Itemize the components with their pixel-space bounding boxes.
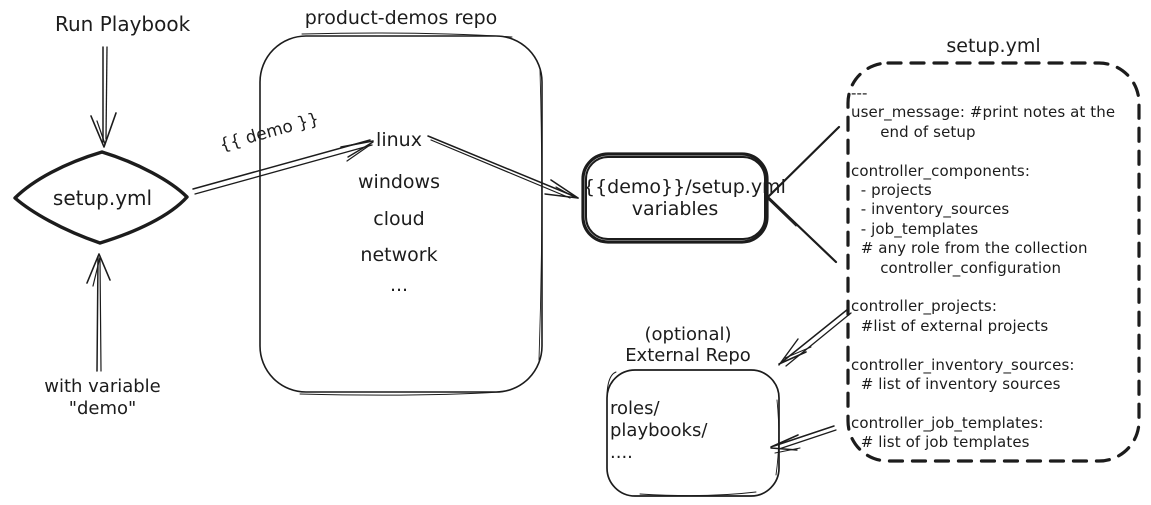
run-playbook-arrow	[90, 46, 117, 148]
external-repo-label: (optional) External Repo	[625, 324, 751, 366]
with-variable-arrow	[86, 253, 111, 372]
setup-yml-title: setup.yml	[946, 35, 1041, 57]
external-repo-content: roles/ playbooks/ ....	[610, 398, 708, 463]
external-repo-box	[606, 369, 780, 497]
setup-yml-diamond-label: setup.yml	[52, 186, 153, 210]
demo-arrow	[192, 139, 374, 195]
setup-yml-diamond	[13, 150, 189, 245]
product-demos-repo-title: product-demos repo	[304, 7, 498, 29]
setup-yml-content: --- user_message: #print notes at the en…	[851, 84, 1116, 452]
linux-to-variables-arrow	[427, 135, 579, 199]
variables-box-label: {{demo}}/setup.yml variables	[583, 176, 786, 220]
variables-box	[581, 152, 769, 244]
variables-to-setupyml-fan	[767, 125, 841, 264]
job-templates-to-external-arrow	[770, 425, 837, 454]
projects-to-external-arrow	[778, 308, 852, 367]
repo-item-ellipsis: ...	[389, 274, 409, 296]
with-variable-label: with variable "demo"	[44, 376, 161, 419]
product-demos-repo-box	[259, 32, 543, 396]
repo-item-linux: linux	[376, 129, 422, 151]
repo-item-cloud: cloud	[373, 208, 425, 230]
setup-yml-dashed-box	[846, 61, 1141, 463]
run-playbook-label: Run Playbook	[55, 12, 191, 36]
repo-item-windows: windows	[358, 171, 440, 193]
repo-item-network: network	[360, 244, 438, 266]
